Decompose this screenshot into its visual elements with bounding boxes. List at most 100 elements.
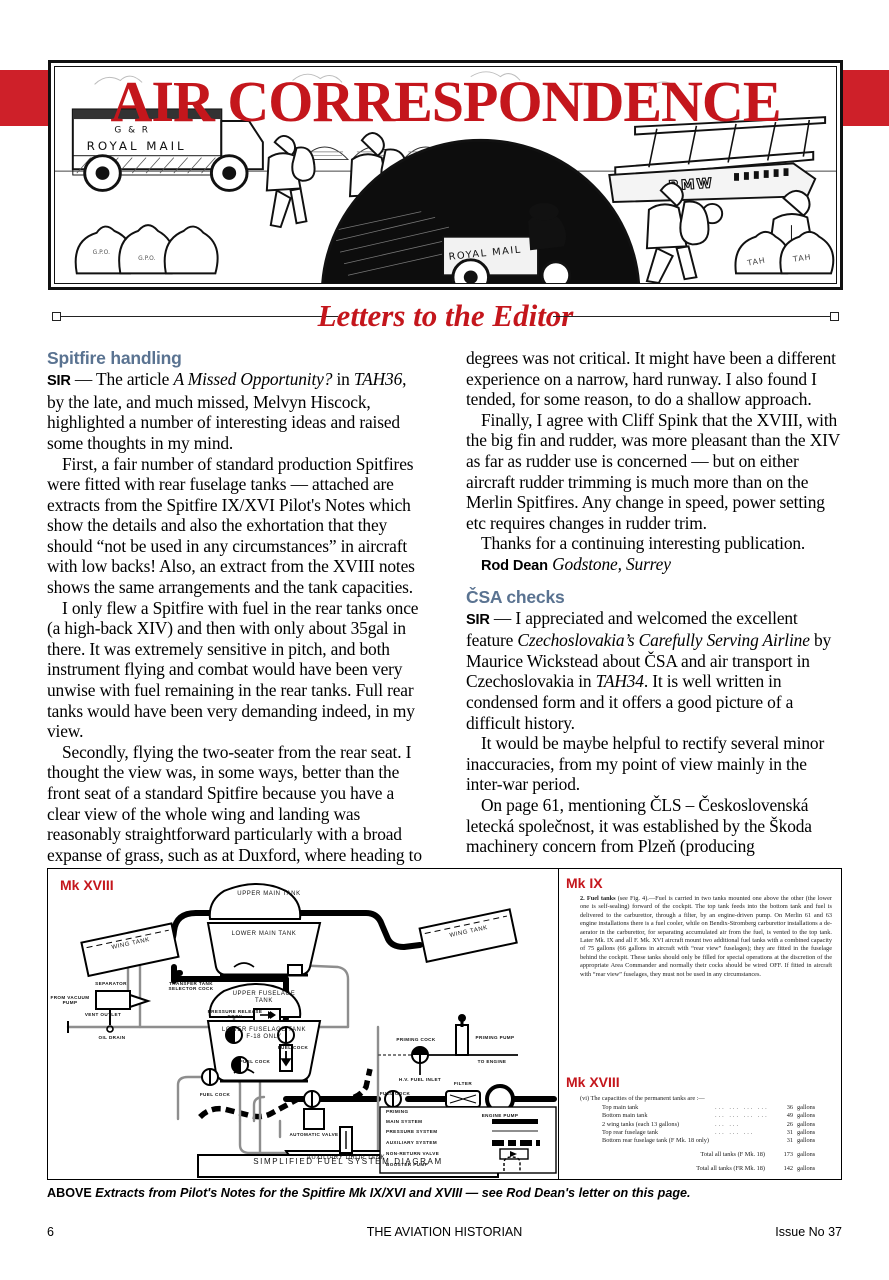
capacity-value: 31 [786, 1137, 794, 1145]
letter-paragraph: SIR — The article A Missed Opportunity? … [47, 369, 407, 453]
svg-text:ROYAL MAIL: ROYAL MAIL [87, 139, 187, 153]
svg-text:G & R: G & R [114, 126, 150, 136]
label-from-vacuum-pump: FROM VACUUM PUMP [50, 995, 90, 1006]
masthead-frame: G & R ROYAL MAIL [48, 60, 843, 290]
leader-dots: ... ... [715, 1120, 741, 1128]
letter-paragraph: I only flew a Spitfire with fuel in the … [47, 597, 419, 742]
masthead-illustration: G & R ROYAL MAIL [54, 66, 837, 284]
label-lower-fuselage-tank: LOWER FUSELAGE TANK F-18 ONLY [221, 1027, 307, 1041]
article-columns: Spitfire handling SIR — The article A Mi… [47, 348, 842, 885]
table-row: Bottom main tank ... ... ... ... 49 gall… [602, 1112, 815, 1120]
total-label: Total all tanks (FR Mk. 18) [696, 1165, 766, 1173]
label-oil-drain: OIL DRAIN [98, 1035, 126, 1040]
caption-text: Extracts from Pilot's Notes for the Spit… [95, 1186, 691, 1200]
capacity-value: 26 [786, 1120, 794, 1128]
table-row-total: Total all tanks (FR Mk. 18) 142 gallons [602, 1159, 815, 1173]
fuel-system-diagram: Mk XVIII [48, 869, 558, 1179]
capacity-unit: gallons [797, 1104, 816, 1112]
letters-to-the-editor-rule: Letters to the Editor [48, 296, 843, 336]
label-fuel-cock: FUEL COCK [199, 1092, 231, 1097]
label-filter: FILTER [453, 1081, 473, 1086]
table-row: Bottom rear fuselage tank (F Mk. 18 only… [602, 1137, 815, 1145]
capacity-value: 36 [786, 1104, 794, 1112]
fuel-system-schematic [48, 869, 558, 1179]
letter-paragraph: Thanks for a continuing interesting publ… [481, 533, 806, 554]
legend-item-booster-pump: BOOSTER PUMP [386, 1162, 429, 1167]
svg-text:TAH: TAH [746, 256, 767, 268]
legend-item-priming: PRIMING [386, 1109, 409, 1114]
legend-item-main-system: MAIN SYSTEM [386, 1119, 423, 1124]
table-row-total: Total all tanks (F Mk. 18) 173 gallons [602, 1145, 815, 1159]
page-footer: 6 THE AVIATION HISTORIAN Issue No 37 [47, 1225, 842, 1243]
leader-dots: ... ... ... ... [715, 1104, 769, 1112]
pilots-notes-text: Mk IX 2. Fuel tanks (see Fig. 4).—Fuel i… [558, 869, 842, 1179]
note-lead: Fuel tanks [586, 895, 616, 902]
capacity-unit: gallons [797, 1137, 816, 1145]
column-left: Spitfire handling SIR — The article A Mi… [47, 348, 423, 886]
label-upper-main-tank: UPPER MAIN TANK [237, 891, 301, 897]
capacity-intro-text: The capacities of the permanent tanks ar… [590, 1095, 705, 1102]
letter-paragraph: It would be maybe helpful to rectify sev… [466, 733, 825, 795]
legend-item-auxiliary-system: AUXILIARY SYSTEM [386, 1140, 438, 1145]
caption-prefix: ABOVE [47, 1186, 92, 1200]
total-unit: gallons [797, 1151, 816, 1159]
legend-item-non-return-valve: NON-RETURN VALVE [386, 1151, 440, 1156]
letter-paragraph: degrees was not critical. It might have … [466, 348, 836, 410]
mk-ix-fuel-tanks-note: 2. Fuel tanks (see Fig. 4).—Fuel is carr… [580, 895, 832, 979]
label-priming-pump: PRIMING PUMP [475, 1035, 515, 1040]
rule-end-cap-right [830, 312, 839, 321]
notes-mark-label-ix: Mk IX [566, 875, 603, 891]
label-separator: SEPARATOR [95, 981, 127, 986]
letter-heading-csa-checks: ČSA checks [466, 586, 565, 607]
label-fuel-cock: FUEL COCK [239, 1059, 271, 1064]
rule-line-left [60, 316, 338, 317]
letter-heading-spitfire-handling: Spitfire handling [47, 348, 182, 368]
diagram-mark-label: Mk XVIII [60, 877, 114, 893]
capacity-unit: gallons [797, 1112, 816, 1120]
total-value: 173 [783, 1151, 794, 1159]
letters-to-the-editor-title: Letters to the Editor [317, 298, 574, 333]
leader-dots: ... ... ... [715, 1128, 755, 1136]
letter-paragraph: Secondly, flying the two-seater from the… [47, 741, 422, 886]
column-right: degrees was not critical. It might have … [466, 348, 842, 857]
svg-text:TAH: TAH [791, 252, 812, 263]
capacity-value: 31 [786, 1128, 794, 1136]
label-to-engine: TO ENGINE [477, 1059, 507, 1064]
table-row: 2 wing tanks (each 13 gallons) ... ... 2… [602, 1121, 815, 1129]
publication-name: THE AVIATION HISTORIAN [366, 1225, 523, 1239]
letter-paragraph: SIR — I appreciated and welcomed the exc… [466, 607, 832, 733]
label-hv-fuel-inlet: H.V. FUEL INLET [398, 1077, 442, 1082]
note-number: 2. [580, 895, 585, 902]
tank-capacity-table: Top main tank ... ... ... ... 36 gallons… [602, 1104, 815, 1173]
signature-place: Godstone, Surrey [552, 553, 671, 574]
letter-signature: Rod Dean Godstone, Surrey [466, 554, 842, 577]
letter-paragraph: On page 61, mentioning ČLS – Českosloven… [466, 795, 812, 857]
figure-pilots-notes-extracts: Mk XVIII [47, 868, 842, 1180]
label-fuel-cock: FUEL COCK [277, 1045, 309, 1050]
label-engine-pump: ENGINE PUMP [481, 1113, 519, 1118]
legend-item-pressure-system: PRESSURE SYSTEM [386, 1129, 438, 1134]
sir-salutation: SIR [47, 373, 71, 390]
signature-name: Rod Dean [481, 557, 548, 574]
table-row: Top rear fuselage tank ... ... ... 31 ga… [602, 1129, 815, 1137]
page-number: 6 [47, 1225, 54, 1239]
label-vent-outlet: VENT OUTLET [84, 1012, 122, 1017]
leader-dots [715, 1137, 773, 1145]
capacity-unit: gallons [797, 1120, 816, 1128]
label-fuel-cock: FUEL COCK [379, 1091, 411, 1096]
label-auxiliary-drop-tank: AUXILIARY DROP TANK [306, 1155, 386, 1161]
note-body: (see Fig. 4).—Fuel is carried in two tan… [580, 895, 833, 978]
total-unit: gallons [797, 1165, 816, 1173]
sir-salutation: SIR [466, 611, 490, 628]
capacity-intro-number: (vi) [580, 1095, 590, 1102]
label-lower-main-tank: LOWER MAIN TANK [231, 931, 297, 937]
diagram-title: SIMPLIFIED FUEL SYSTEM DIAGRAM [253, 1157, 443, 1166]
capacity-label: Bottom rear fuselage tank (F Mk. 18 only… [602, 1137, 710, 1145]
figure-caption: ABOVE Extracts from Pilot's Notes for th… [47, 1186, 842, 1200]
capacity-label: Top rear fuselage tank [602, 1128, 659, 1136]
capacity-intro-line: (vi) The capacities of the permanent tan… [580, 1095, 832, 1103]
label-pressure-release-cock: PRESSURE RELEASE COCK [207, 1009, 263, 1020]
capacity-label: Top main tank [602, 1104, 639, 1112]
table-row: Top main tank ... ... ... ... 36 gallons [602, 1104, 815, 1112]
svg-text:G.P.O.: G.P.O. [138, 256, 155, 262]
